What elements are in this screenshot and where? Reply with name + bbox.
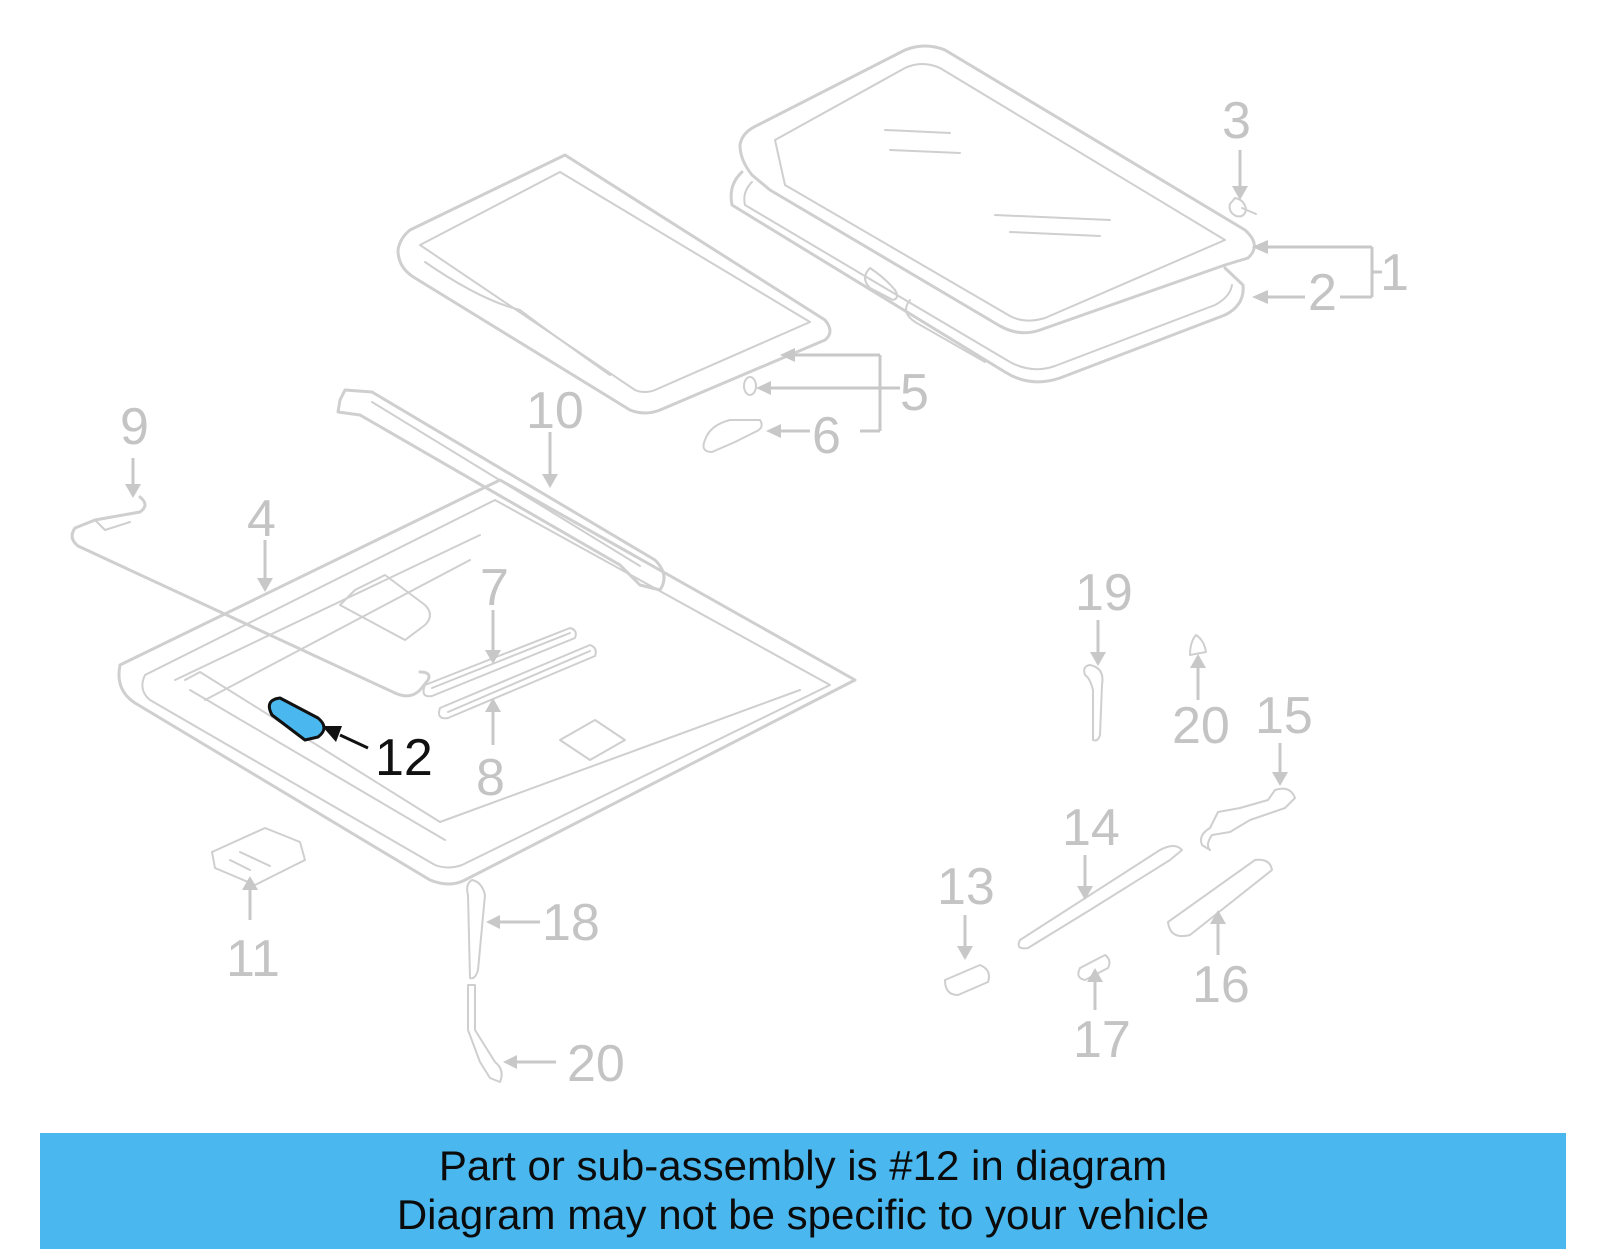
callout-20-right: 20 [1172, 697, 1230, 755]
callout-5: 5 [900, 364, 929, 422]
callout-14: 14 [1062, 799, 1120, 857]
motor-part-11 [211, 827, 306, 886]
callout-labels: 3 1 2 5 6 9 10 4 7 12 8 11 18 20 19 20 1… [120, 92, 1409, 1093]
clip-part-17 [1077, 954, 1111, 981]
callout-17: 17 [1073, 1011, 1131, 1069]
callout-18: 18 [542, 894, 600, 952]
callout-9: 9 [120, 398, 149, 456]
callout-12: 12 [375, 729, 433, 787]
callout-19: 19 [1075, 564, 1133, 622]
bracket-part-15 [1200, 787, 1296, 851]
banner-line-disclaimer: Diagram may not be specific to your vehi… [396, 1191, 1210, 1238]
sunshade-part-5 [396, 153, 986, 415]
banner-line-part-number: Part or sub-assembly is #12 in diagram [438, 1142, 1168, 1189]
guide-rail-part-7 [422, 627, 577, 698]
hose-part-19 [1083, 664, 1104, 742]
drain-hose-part-18 [466, 879, 503, 1083]
leader-12 [322, 726, 369, 750]
cable-part-9 [70, 495, 431, 698]
callout-6: 6 [812, 407, 841, 465]
parts-diagram: 3 1 2 5 6 9 10 4 7 12 8 11 18 20 19 20 1… [70, 44, 1409, 1093]
callout-10: 10 [526, 382, 584, 440]
screw-part-3 [1228, 197, 1257, 218]
leader-lines [125, 150, 1382, 1069]
glass-seal-part-2 [729, 170, 1245, 384]
glass-panel-part-1 [738, 44, 1256, 335]
handle-part-6 [702, 419, 763, 453]
guide-rail-part-8 [438, 644, 597, 720]
callout-11: 11 [226, 930, 280, 988]
callout-3: 3 [1222, 92, 1251, 150]
callout-2: 2 [1308, 264, 1337, 322]
info-banner: Part or sub-assembly is #12 in diagram D… [40, 1133, 1566, 1249]
callout-4: 4 [247, 490, 276, 548]
callout-16: 16 [1192, 956, 1250, 1014]
hinge-part-13 [944, 964, 990, 996]
callout-20-bottom: 20 [567, 1035, 625, 1093]
callout-7: 7 [480, 559, 509, 617]
callout-1: 1 [1380, 244, 1409, 302]
highlighted-part-12[interactable] [267, 696, 326, 742]
link-part-14 [1017, 845, 1183, 950]
frame-part-4 [117, 478, 857, 886]
callout-8: 8 [476, 749, 505, 807]
clip-part-20 [1189, 634, 1207, 656]
lever-part-16 [1167, 858, 1273, 938]
callout-15: 15 [1255, 687, 1313, 745]
callout-13: 13 [937, 858, 995, 916]
